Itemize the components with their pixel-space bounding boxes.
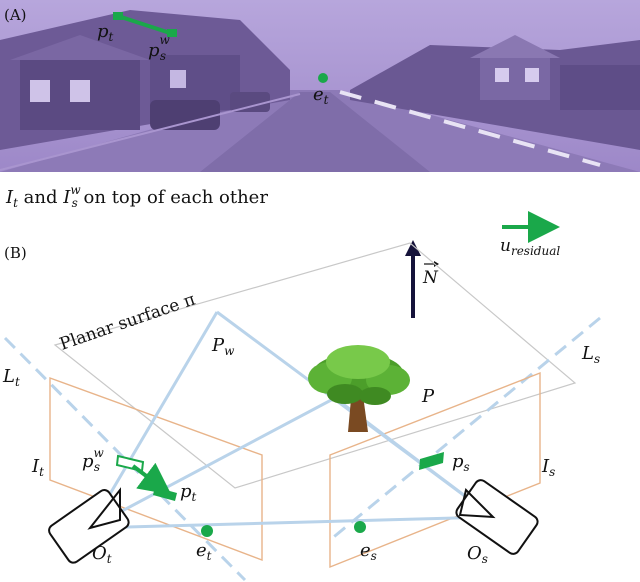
label-Ls: Ls: [581, 343, 600, 366]
tree-icon: [308, 345, 410, 432]
label-P: P: [421, 386, 435, 407]
label-et-b: et: [196, 540, 212, 563]
label-Ot: Ot: [92, 543, 112, 566]
label-et-a: et: [313, 84, 329, 107]
point-pt-marker: [113, 12, 123, 20]
image-plane-s: [329, 371, 541, 569]
epipolar-line-s: [329, 316, 601, 542]
label-Is: Is: [541, 456, 555, 479]
label-pt-b: pt: [180, 481, 197, 504]
panel-a-label: (A): [4, 6, 27, 24]
normal-label: N: [422, 268, 439, 288]
camera-t: [48, 487, 130, 564]
planar-surface: [53, 242, 577, 489]
epipole-et-marker-b: [201, 525, 213, 537]
rays: [88, 310, 494, 530]
normal-arrowhead: [405, 240, 421, 256]
label-Lt: Lt: [2, 366, 20, 389]
point-pt-marker-b: [153, 487, 177, 501]
point-ps-marker-b: [419, 452, 444, 470]
epipole-es-marker-b: [354, 521, 366, 533]
label-Pw: Pw: [211, 335, 235, 358]
normal-vec-mark: [434, 261, 439, 267]
image-plane-t: [49, 377, 263, 562]
epipolar-line-t: [3, 336, 247, 582]
label-pt-a: pt: [97, 21, 114, 44]
u-residual-label: uresidual: [500, 236, 560, 258]
label-es-b: es: [360, 540, 377, 563]
street-photo: [0, 0, 640, 172]
panel-b-label: (B): [4, 244, 27, 262]
label-ps-b: ps: [452, 451, 470, 474]
point-psw-marker: [167, 29, 177, 37]
flow-arrow-b: [131, 462, 172, 495]
camera-s: [455, 479, 539, 555]
plane-label: Planar surface π: [57, 290, 198, 355]
flow-arrow-a: [117, 14, 171, 35]
label-Os: Os: [467, 543, 488, 566]
label-It: It: [31, 456, 44, 479]
epipole-et-marker: [318, 73, 328, 83]
